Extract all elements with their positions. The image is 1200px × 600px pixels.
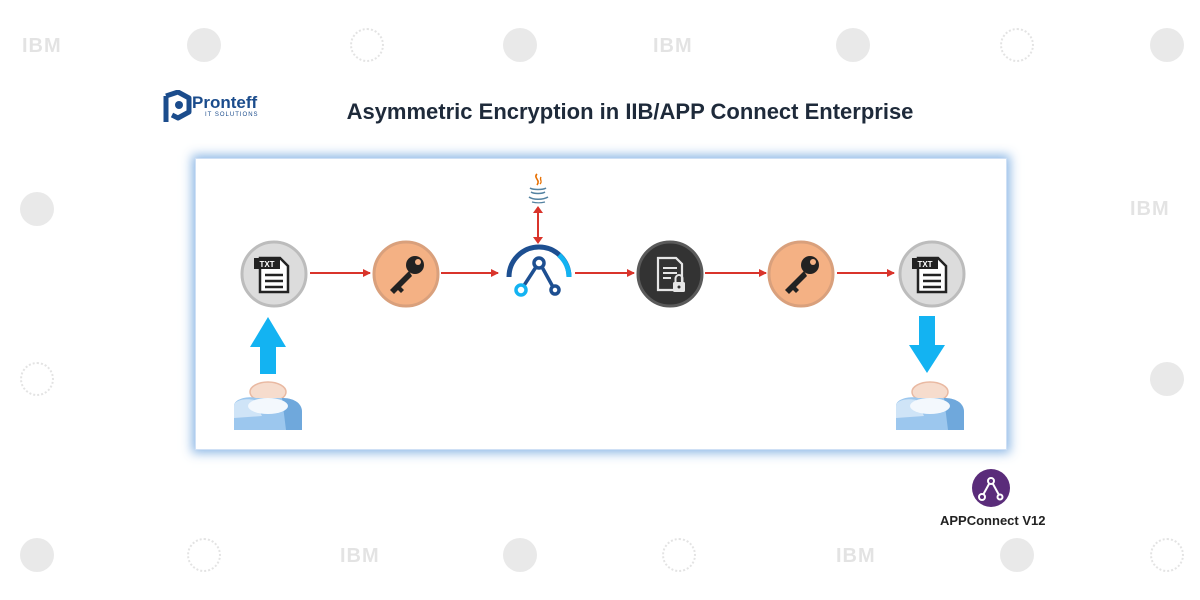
ibm-watermark: IBM xyxy=(836,545,876,567)
key-icon xyxy=(372,240,440,308)
svg-text:TXT: TXT xyxy=(259,260,274,269)
private-key-node xyxy=(767,240,835,308)
java-icon xyxy=(523,172,553,204)
watermark-logo-icon xyxy=(503,538,537,572)
pronteff-logo-icon xyxy=(163,89,192,122)
globe-watermark-icon xyxy=(1150,538,1184,572)
ibm-watermark: IBM xyxy=(1130,198,1170,220)
public-key-node xyxy=(372,240,440,308)
globe-watermark-icon xyxy=(20,362,54,396)
page-title: Asymmetric Encryption in IIB/APP Connect… xyxy=(346,99,914,124)
arrow-head-up xyxy=(533,206,543,213)
app-connect-v12-label: APPConnect V12 xyxy=(940,513,1046,528)
svg-text:TXT: TXT xyxy=(917,260,932,269)
app-connect-icon xyxy=(506,244,572,297)
output-txt-file-node: TXT xyxy=(898,240,966,308)
watermark-logo-icon xyxy=(1150,362,1184,396)
receiver-user-icon xyxy=(888,380,968,435)
app-connect-node xyxy=(503,237,575,309)
globe-watermark-icon xyxy=(187,538,221,572)
txt-file-icon: TXT xyxy=(898,240,966,308)
watermark-logo-icon xyxy=(20,538,54,572)
watermark-logo-icon xyxy=(836,28,870,62)
key-icon xyxy=(767,240,835,308)
ibm-watermark: IBM xyxy=(653,35,693,57)
upload-arrow xyxy=(250,317,286,374)
app-connect-v12-icon xyxy=(971,468,1011,508)
watermark-logo-icon xyxy=(20,192,54,226)
logo-tagline: IT SOLUTIONS xyxy=(205,112,259,118)
encrypted-file-node xyxy=(636,240,704,308)
ibm-watermark: IBM xyxy=(340,545,380,567)
watermark-logo-icon xyxy=(187,28,221,62)
watermark-logo-icon xyxy=(503,28,537,62)
download-arrow xyxy=(909,316,945,373)
sender-user-icon xyxy=(226,380,306,435)
txt-file-icon: TXT xyxy=(240,240,308,308)
locked-document-icon xyxy=(636,240,704,308)
globe-watermark-icon xyxy=(662,538,696,572)
watermark-logo-icon xyxy=(1150,28,1184,62)
ibm-watermark: IBM xyxy=(22,35,62,57)
globe-watermark-icon xyxy=(350,28,384,62)
diagram-panel xyxy=(195,158,1007,450)
watermark-logo-icon xyxy=(1000,538,1034,572)
arrow-head-down xyxy=(533,237,543,244)
input-txt-file-node: TXT xyxy=(240,240,308,308)
logo-name: Pronteff xyxy=(192,93,258,112)
pronteff-logo: Pronteff IT SOLUTIONS xyxy=(162,89,282,126)
globe-watermark-icon xyxy=(1000,28,1034,62)
